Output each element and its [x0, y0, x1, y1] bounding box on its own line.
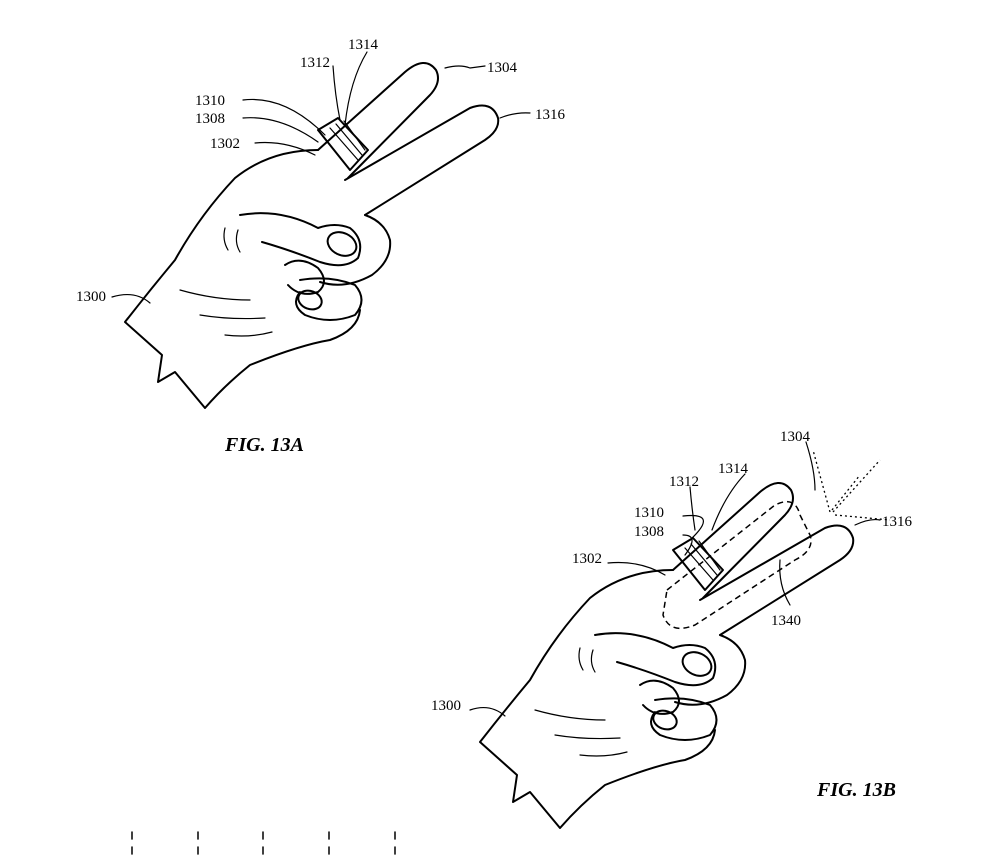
label-1314: 1314	[718, 461, 749, 477]
hand-illustration	[124, 61, 500, 409]
label-1302: 1302	[210, 136, 240, 152]
label-1312: 1312	[300, 55, 330, 71]
label-1310: 1310	[195, 93, 225, 109]
label-1310: 1310	[634, 505, 664, 521]
label-1304: 1304	[487, 60, 518, 76]
label-1304: 1304	[780, 429, 811, 445]
label-1302: 1302	[572, 551, 602, 567]
figure-caption-13a: FIG. 13A	[224, 434, 304, 456]
hand-illustration	[479, 481, 855, 829]
label-1316: 1316	[535, 107, 566, 123]
tap-indicator	[812, 449, 891, 521]
bottom-tick-marks	[131, 831, 396, 855]
gesture-path-outline	[662, 500, 812, 630]
figure-caption-13b: FIG. 13B	[816, 779, 896, 801]
label-1314: 1314	[348, 37, 379, 53]
label-1340: 1340	[771, 613, 801, 629]
label-1316: 1316	[882, 514, 913, 530]
figure-13a: 1314 1312 1304 1310 1308 1316 1302 1300 …	[76, 37, 566, 456]
figure-13b: 1304 1312 1314 1310 1308 1316 1302 1340 …	[431, 429, 913, 829]
label-1300: 1300	[431, 698, 461, 714]
label-1312: 1312	[669, 474, 699, 490]
label-1300: 1300	[76, 289, 106, 305]
label-1308: 1308	[195, 111, 225, 127]
label-1308: 1308	[634, 524, 664, 540]
